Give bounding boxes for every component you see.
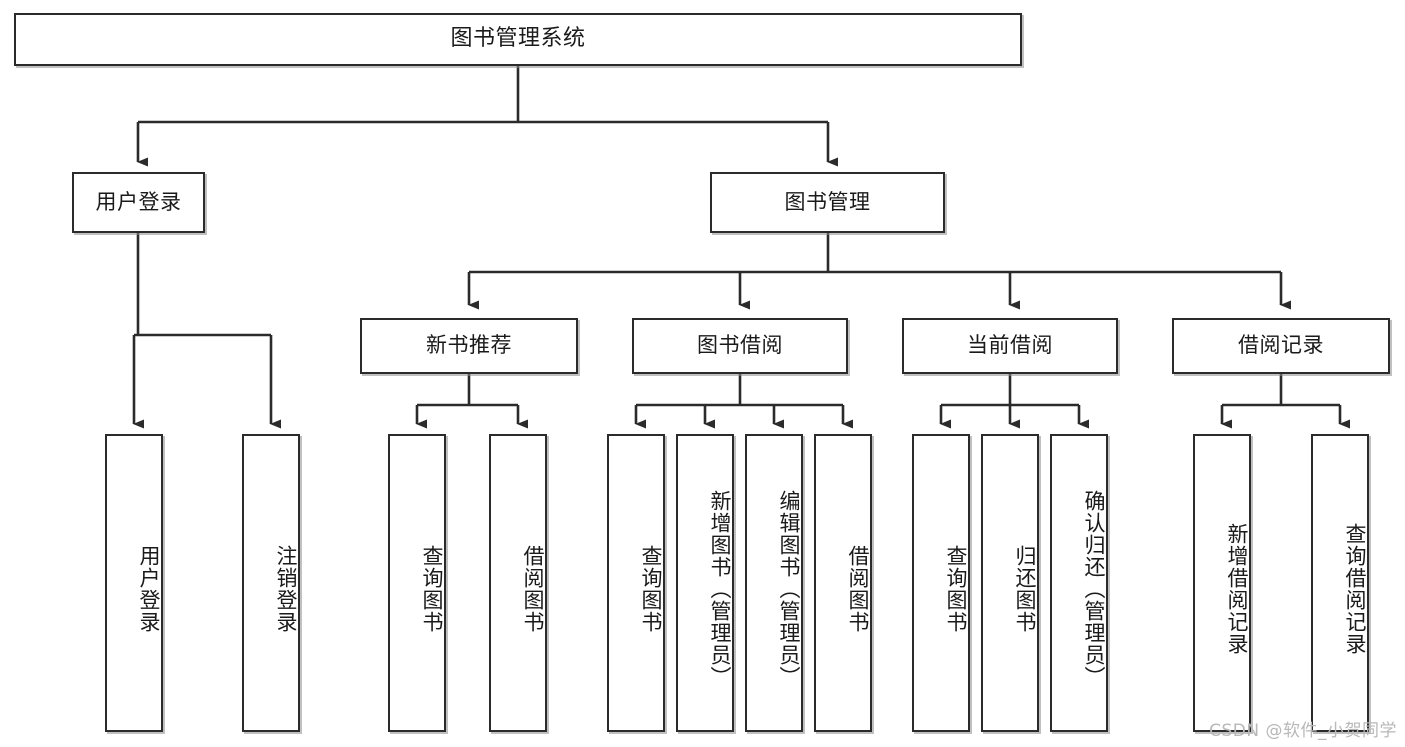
leaf-query-book-recommend[interactable]: 查询图书 — [388, 434, 446, 732]
leaf-return-book[interactable]: 归还图书 — [981, 434, 1039, 732]
leaf-confirm-return-admin[interactable]: 确认归还（管理员） — [1050, 434, 1108, 732]
leaf-add-borrow-record[interactable]: 新增借阅记录 — [1193, 434, 1251, 732]
leaf-borrow-book-borrow[interactable]: 借阅图书 — [814, 434, 872, 732]
node-borrow-record[interactable]: 借阅记录 — [1172, 318, 1390, 374]
leaf-logout-login[interactable]: 注销登录 — [242, 434, 300, 732]
leaf-borrow-book-recommend[interactable]: 借阅图书 — [489, 434, 547, 732]
leaf-user-login[interactable]: 用户登录 — [105, 434, 163, 732]
leaf-query-book-current[interactable]: 查询图书 — [912, 434, 970, 732]
node-root-system[interactable]: 图书管理系统 — [14, 13, 1022, 66]
node-new-book-recommend[interactable]: 新书推荐 — [360, 318, 578, 374]
leaf-query-book-borrow[interactable]: 查询图书 — [607, 434, 665, 732]
leaf-edit-book-admin[interactable]: 编辑图书（管理员） — [745, 434, 803, 732]
node-book-manage[interactable]: 图书管理 — [710, 172, 945, 233]
node-user-login[interactable]: 用户登录 — [72, 172, 205, 233]
csdn-watermark: CSDN @软件_小贺同学 — [1209, 721, 1397, 741]
leaf-add-book-admin[interactable]: 新增图书（管理员） — [676, 434, 734, 732]
node-book-borrow[interactable]: 图书借阅 — [632, 318, 848, 374]
leaf-query-borrow-record[interactable]: 查询借阅记录 — [1311, 434, 1369, 732]
node-current-borrow[interactable]: 当前借阅 — [902, 318, 1118, 374]
